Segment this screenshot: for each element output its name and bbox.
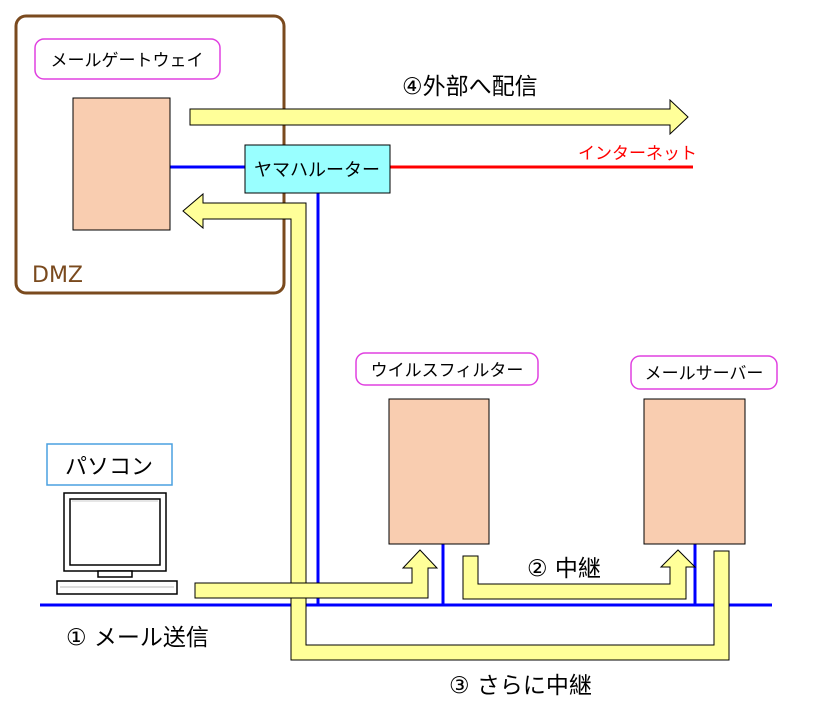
- virus-filter-tag: [355, 352, 539, 386]
- router-box: [244, 144, 391, 194]
- mail-server-box: [643, 398, 746, 545]
- mail-server-label: メールサーバー: [645, 364, 764, 384]
- gateway-tag: [34, 38, 221, 80]
- pc-icon: [56, 492, 178, 595]
- virus-filter-label: ウイルスフィルター: [371, 361, 524, 381]
- step-deliver-label: ④外部へ配信: [402, 74, 538, 100]
- gateway-label: メールゲートウェイ: [51, 51, 204, 71]
- send-arrow: [194, 549, 439, 599]
- relay-more-arrow: [182, 192, 730, 661]
- pc-label: パソコン: [65, 455, 153, 480]
- dmz-label: DMZ: [32, 263, 83, 288]
- gateway-server-box: [72, 97, 171, 231]
- mail-server-tag: [630, 355, 778, 390]
- deliver-arrow: [189, 98, 689, 136]
- router-label: ヤマハルーター: [254, 160, 380, 181]
- step-relay-more-label: ③ さらに中継: [449, 673, 592, 699]
- virus-filter-server-box: [388, 398, 490, 545]
- internet-label: インターネット: [578, 144, 697, 164]
- relay-arrow: [462, 549, 697, 600]
- pc-tag: [46, 443, 173, 486]
- step-send-label: ① メール送信: [66, 625, 209, 651]
- step-relay-label: ② 中継: [527, 556, 601, 582]
